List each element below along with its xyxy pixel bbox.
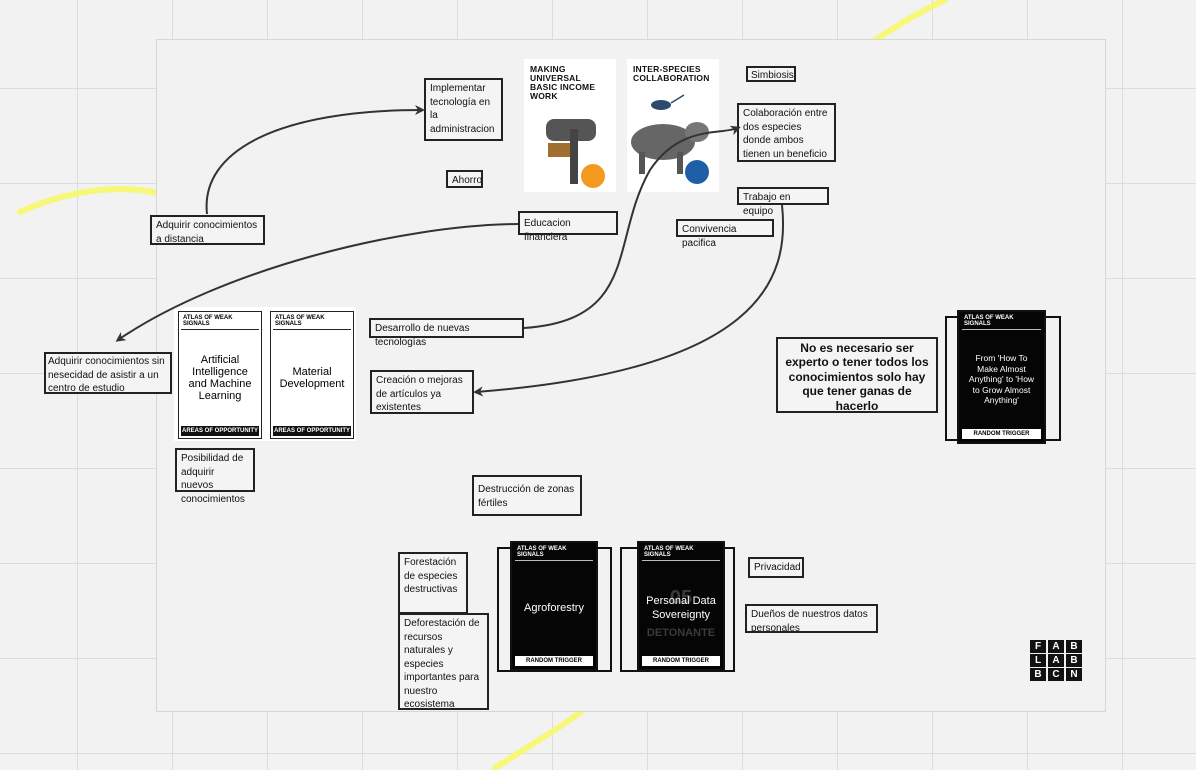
card-personal-body: 05 DETONANTE Personal Data Sovereignty — [639, 561, 723, 656]
logo-letter: C — [1048, 668, 1064, 681]
note-convivencia[interactable]: Convivencia pacifica — [676, 219, 774, 249]
note-deforestacion[interactable]: Deforestación de recursos naturales y es… — [398, 613, 489, 710]
note-creacion[interactable]: Creación o mejoras de artículos ya exist… — [370, 370, 474, 414]
card-ai[interactable]: ATLAS OF WEAK SIGNALS Artificial Intelli… — [178, 311, 262, 439]
book-ubi-title: MAKING UNIVERSAL BASIC INCOME WORK — [530, 64, 596, 101]
card-howto-title: From 'How To Make Almost Anything' to 'H… — [968, 352, 1035, 406]
logo-letter: F — [1030, 640, 1046, 653]
card-personal-header: ATLAS OF WEAK SIGNALS — [642, 543, 720, 561]
logo-letter: B — [1066, 640, 1082, 653]
book-ubi[interactable]: MAKING UNIVERSAL BASIC INCOME WORK — [524, 59, 616, 192]
book-interspecies[interactable]: INTER-SPECIES COLLABORATION — [627, 59, 719, 192]
card-agro-title: Agroforestry — [524, 601, 584, 614]
logo-letter: A — [1048, 654, 1064, 667]
note-educacion[interactable]: Educacion financiera — [518, 211, 618, 243]
card-howto-footer: RANDOM TRIGGER — [962, 429, 1041, 439]
note-forestacion[interactable]: Forestación de especies destructivas — [398, 552, 468, 614]
card-howto-header: ATLAS OF WEAK SIGNALS — [962, 312, 1041, 330]
logo-letter: N — [1066, 668, 1082, 681]
logo-letter: B — [1030, 668, 1046, 681]
card-agro-footer: RANDOM TRIGGER — [515, 656, 593, 666]
note-duenos[interactable]: Dueños de nuestros datos personales — [745, 604, 878, 634]
note-adquirir-sin[interactable]: Adquirir conocimientos sin nesecidad de … — [44, 352, 172, 394]
note-destruccion[interactable]: Destrucción de zonas fértiles — [472, 475, 582, 516]
logo-letter: A — [1048, 640, 1064, 653]
note-posibilidad[interactable]: Posibilidad de adquirir nuevos conocimie… — [175, 448, 255, 505]
card-material-footer: AREAS OF OPPORTUNITY — [273, 426, 351, 436]
card-howto[interactable]: ATLAS OF WEAK SIGNALS From 'How To Make … — [957, 310, 1046, 444]
mailbox-icon — [546, 119, 605, 188]
card-agro-header: ATLAS OF WEAK SIGNALS — [515, 543, 593, 561]
note-experto[interactable]: No es necesario ser experto o tener todo… — [776, 337, 938, 413]
card-ai-header: ATLAS OF WEAK SIGNALS — [181, 312, 259, 330]
book-interspecies-title: INTER-SPECIES COLLABORATION — [633, 64, 710, 83]
logo-letter: B — [1066, 654, 1082, 667]
card-material-title: Material Development — [279, 365, 345, 390]
card-personal-footer: RANDOM TRIGGER — [642, 656, 720, 666]
card-personal-ghost-label: DETONANTE — [646, 627, 716, 639]
card-agroforestry[interactable]: ATLAS OF WEAK SIGNALS Agroforestry RANDO… — [510, 541, 598, 671]
card-personal-title: Personal Data Sovereignty — [646, 594, 716, 621]
note-privacidad[interactable]: Privacidad — [748, 557, 804, 578]
buffalo-icon — [631, 94, 709, 184]
note-colaboracion[interactable]: Colaboración entre dos especies donde am… — [737, 103, 836, 162]
note-implementar[interactable]: Implementar tecnología en la administrac… — [424, 78, 503, 141]
note-ahorro[interactable]: Ahorro — [446, 170, 483, 188]
note-adquirir-distancia[interactable]: Adquirir conocimientos a distancia — [150, 215, 265, 245]
card-ai-footer: AREAS OF OPPORTUNITY — [181, 426, 259, 436]
note-desarrollo[interactable]: Desarrollo de nuevas tecnologías — [369, 318, 524, 348]
fablab-logo: F A B L A B B C N — [1030, 640, 1084, 681]
card-personal-data[interactable]: ATLAS OF WEAK SIGNALS 05 DETONANTE Perso… — [637, 541, 725, 671]
note-simbiosis[interactable]: Simbiosis — [746, 66, 796, 82]
card-ai-title: Artificial Intelligence and Machine Lear… — [188, 353, 252, 403]
note-trabajo[interactable]: Trabajo en equipo — [737, 187, 829, 217]
card-material-header: ATLAS OF WEAK SIGNALS — [273, 312, 351, 330]
card-personal-number: 05 — [669, 587, 693, 609]
logo-letter: L — [1030, 654, 1046, 667]
card-material[interactable]: ATLAS OF WEAK SIGNALS Material Developme… — [270, 311, 354, 439]
